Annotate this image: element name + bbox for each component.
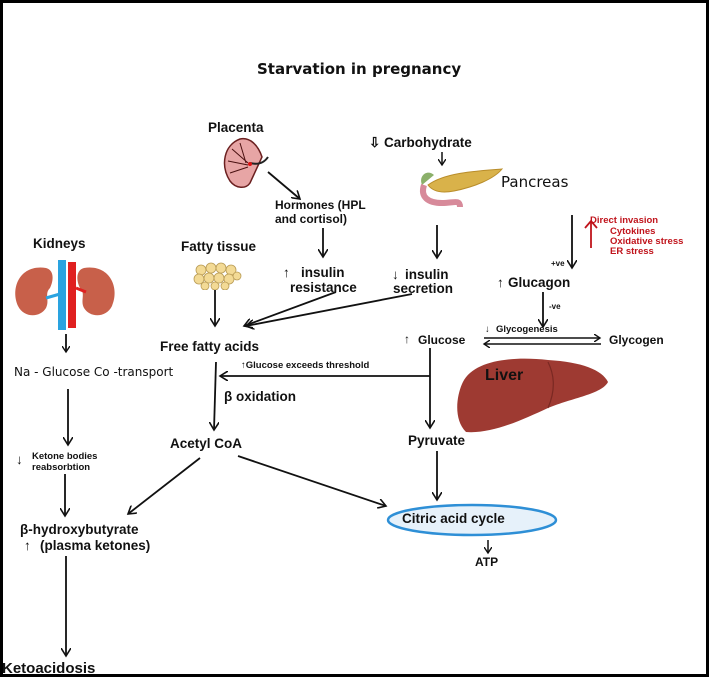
atp-label: ATP bbox=[475, 555, 499, 569]
glucose-arrow-icon: ↑ bbox=[404, 332, 410, 346]
arrow-resistance-ffa bbox=[244, 291, 337, 326]
arrow-placenta-hormones bbox=[267, 171, 300, 199]
plus-ve-label: +ve bbox=[551, 259, 565, 268]
arrow-acetylcoa-bhb bbox=[128, 457, 201, 514]
citric-acid-cycle-label: Citric acid cycle bbox=[402, 511, 505, 526]
insulin-resistance-line2: resistance bbox=[290, 280, 357, 295]
arrow-secretion-ffa bbox=[246, 293, 413, 326]
red-up-arrowhead bbox=[584, 219, 598, 229]
bhb-label-line2: (plasma ketones) bbox=[40, 538, 151, 553]
fatty-tissue-image bbox=[193, 262, 242, 290]
insulin-secretion-arrow-icon: ↓ bbox=[392, 267, 399, 282]
ketone-arrow-icon: ↓ bbox=[16, 452, 23, 467]
na-glucose-transport-label: Na - Glucose Co -transport bbox=[14, 365, 174, 379]
red-annotation-item: ER stress bbox=[610, 246, 654, 257]
hormones-label-line2: and cortisol) bbox=[275, 212, 348, 226]
pancreas-image bbox=[420, 168, 504, 208]
glucagon-arrow-icon: ↑ bbox=[497, 275, 504, 290]
bhb-arrow-icon: ↑ bbox=[24, 538, 31, 553]
insulin-secretion-line2: secretion bbox=[393, 281, 454, 296]
insulin-secretion-line1: insulin bbox=[405, 267, 449, 282]
kidneys-image bbox=[15, 260, 115, 330]
arrow-ffa-acetylcoa bbox=[214, 361, 216, 430]
glycogenesis-label: Glycogenesis bbox=[496, 324, 558, 335]
fatty-tissue-label: Fatty tissue bbox=[181, 239, 257, 254]
liver-label: Liver bbox=[485, 367, 524, 384]
red-annotation-item: Direct invasion bbox=[590, 215, 659, 226]
pyruvate-label: Pyruvate bbox=[408, 433, 466, 448]
frame-bottom-border bbox=[0, 674, 709, 677]
glucose-threshold-label: ↑Glucose exceeds threshold bbox=[241, 360, 370, 371]
ketone-label-line1: Ketone bodies bbox=[32, 451, 98, 462]
glycogen-label: Glycogen bbox=[609, 333, 664, 347]
glucose-label: Glucose bbox=[418, 333, 466, 347]
placenta-label: Placenta bbox=[208, 120, 264, 135]
bhb-label-line1: β-hydroxybutyrate bbox=[20, 522, 139, 537]
red-annotation-item: Cytokines bbox=[610, 226, 656, 237]
liver-image bbox=[457, 358, 608, 433]
insulin-resistance-arrow-icon: ↑ bbox=[283, 265, 290, 280]
minus-ve-label: -ve bbox=[549, 302, 561, 311]
kidneys-label: Kidneys bbox=[33, 236, 86, 251]
glucagon-label: Glucagon bbox=[508, 275, 571, 290]
placenta-image bbox=[223, 137, 269, 188]
citric-acid-cycle-ellipse bbox=[386, 503, 558, 537]
ketoacidosis-label: Ketoacidosis bbox=[2, 660, 96, 677]
free-fatty-acids-label: Free fatty acids bbox=[160, 339, 260, 354]
diagram-title: Starvation in pregnancy bbox=[257, 60, 462, 78]
ketone-label-line2: reabsorbtion bbox=[32, 462, 91, 473]
pancreas-label: Pancreas bbox=[501, 173, 569, 191]
carbohydrate-arrow-icon: ⇩ bbox=[369, 135, 381, 150]
acetyl-coa-label: Acetyl CoA bbox=[170, 436, 243, 451]
arrow-acetylcoa-citric bbox=[237, 455, 386, 506]
glycogenesis-arrow-icon: ↓ bbox=[485, 324, 490, 335]
hormones-label-line1: Hormones (HPL bbox=[275, 198, 366, 212]
beta-oxidation-label: β oxidation bbox=[224, 389, 296, 404]
carbohydrate-label: Carbohydrate bbox=[384, 135, 472, 150]
insulin-resistance-line1: insulin bbox=[301, 265, 345, 280]
red-annotation-item: Oxidative stress bbox=[610, 236, 684, 247]
